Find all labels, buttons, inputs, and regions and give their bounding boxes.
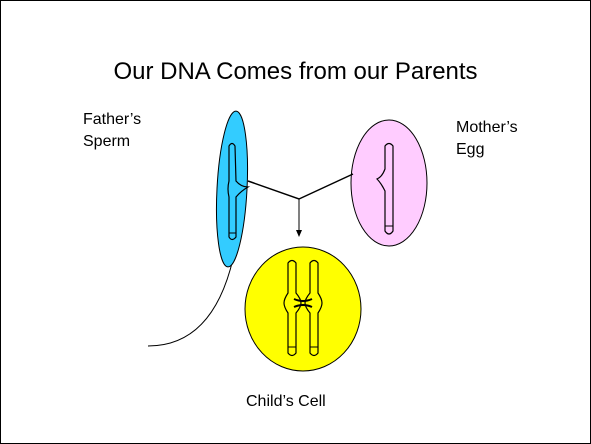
merge-arrow-head [296,230,302,237]
egg-cell [351,120,427,246]
child-cell [245,247,361,371]
sperm-tail [148,259,233,346]
merge-connector [248,174,353,199]
